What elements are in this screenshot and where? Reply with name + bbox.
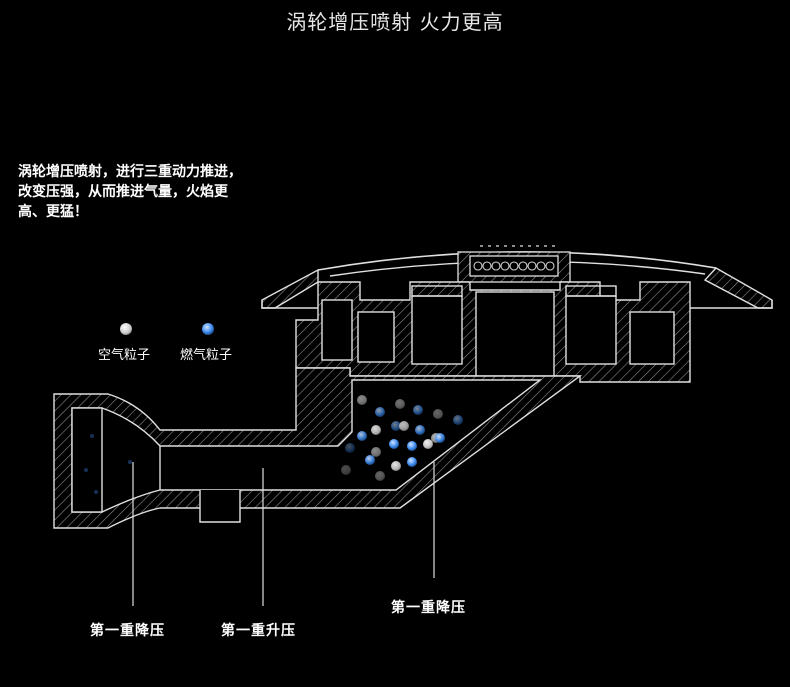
air-particle — [375, 471, 385, 481]
intro-line-1: 涡轮增压喷射，进行三重动力推进， — [18, 164, 242, 180]
legend-gas-dot — [202, 323, 214, 335]
air-particle — [371, 425, 381, 435]
air-particle — [395, 399, 405, 409]
callout-first-decompression-right: 第一重降压 — [391, 600, 466, 616]
gas-particle — [365, 455, 375, 465]
gas-particle — [391, 421, 401, 431]
inlet-flow-glow — [84, 434, 132, 494]
burner-body — [295, 281, 691, 383]
air-particle — [399, 421, 409, 431]
air-particle — [341, 465, 351, 475]
gas-particle — [407, 441, 417, 451]
gas-particle — [375, 407, 385, 417]
intro-line-3: 高、更猛！ — [18, 204, 88, 220]
air-particle — [357, 395, 367, 405]
air-particle — [423, 439, 433, 449]
page-title: 涡轮增压喷射 火力更高 — [286, 10, 504, 34]
intro-line-2: 改变压强，从而推进气量，火焰更 — [18, 184, 228, 200]
air-particle — [391, 461, 401, 471]
callout-first-decompression-left: 第一重降压 — [90, 623, 165, 639]
center-nozzle — [457, 245, 571, 283]
legend-gas-label: 燃气粒子 — [180, 348, 233, 363]
gas-particle — [435, 433, 445, 443]
gas-particle — [345, 443, 355, 453]
gas-particle — [415, 425, 425, 435]
callout-lines — [132, 462, 435, 606]
gas-particle — [357, 431, 367, 441]
particle-cluster — [341, 395, 463, 481]
gas-particle — [389, 439, 399, 449]
air-particle — [371, 447, 381, 457]
air-particle — [433, 409, 443, 419]
callout-first-boost: 第一重升压 — [221, 623, 296, 639]
gas-particle — [453, 415, 463, 425]
legend-air-dot — [120, 323, 132, 335]
gas-particle — [413, 405, 423, 415]
venturi-tube — [53, 367, 583, 529]
gas-particle — [407, 457, 417, 467]
legend-air-label: 空气粒子 — [98, 348, 151, 363]
spring-coil — [473, 261, 555, 271]
intro-text: 涡轮增压喷射，进行三重动力推进， 改变压强，从而推进气量，火焰更 高、更猛！ — [18, 162, 288, 222]
